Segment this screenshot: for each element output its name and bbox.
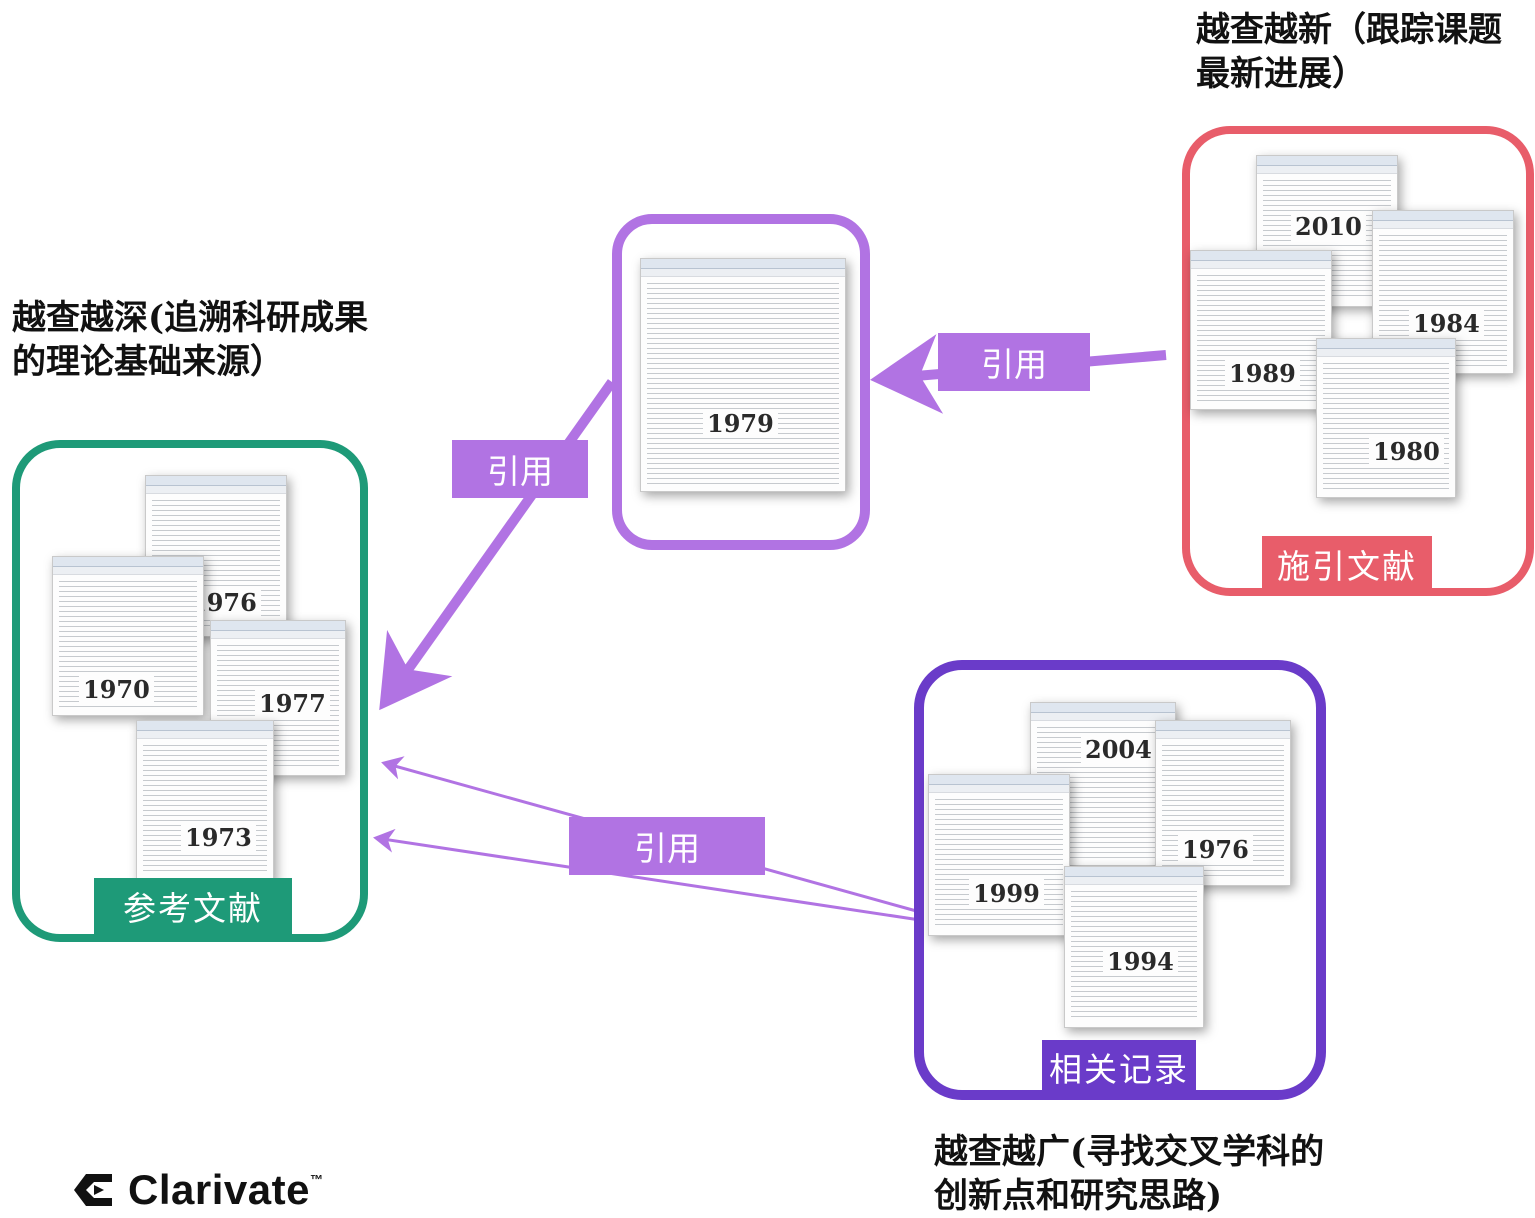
citing-year: 1984 <box>1409 309 1484 338</box>
related-year: 1994 <box>1103 947 1178 976</box>
caption-deeper: 越查越深(追溯科研成果的理论基础来源） <box>12 298 369 382</box>
reference-year: 1977 <box>255 689 330 718</box>
citing-page-1989[interactable]: 1989 <box>1190 250 1332 410</box>
center-record-year: 1979 <box>703 409 778 438</box>
caption-newer: 越查越新（跟踪课题最新进展） <box>1196 10 1502 94</box>
references-label: 参考文献 <box>94 878 292 934</box>
clarivate-mark-icon <box>74 1174 112 1206</box>
related-label: 相关记录 <box>1042 1040 1196 1094</box>
clarivate-wordmark: Clarivate™ <box>128 1166 324 1213</box>
reference-year: 1970 <box>79 675 154 704</box>
center-record-page[interactable]: 1979 <box>640 258 846 492</box>
reference-page-1977[interactable]: 1977 <box>210 620 346 776</box>
related-year: 2004 <box>1081 735 1156 764</box>
citing-page-1980[interactable]: 1980 <box>1316 338 1456 498</box>
citing-year: 1989 <box>1225 359 1300 388</box>
cite-label-citing-center: 引用 <box>938 333 1090 391</box>
related-page-1994[interactable]: 1994 <box>1064 866 1204 1028</box>
arrow-center-to-references <box>379 379 617 711</box>
citing-year: 2010 <box>1291 212 1366 241</box>
arrow-related-to-references-2 <box>373 828 921 922</box>
reference-year: 1973 <box>181 823 256 852</box>
citing-label: 施引文献 <box>1262 536 1432 592</box>
cite-label-center-refs: 引用 <box>452 440 588 498</box>
related-page-1976[interactable]: 1976 <box>1155 720 1291 886</box>
citing-year: 1980 <box>1369 437 1444 466</box>
related-page-1999[interactable]: 1999 <box>928 774 1070 936</box>
caption-broader: 越查越广(寻找交叉学科的创新点和研究思路) <box>934 1132 1325 1216</box>
clarivate-logo: Clarivate™ <box>72 1166 323 1214</box>
related-year: 1976 <box>1178 835 1253 864</box>
reference-page-1970[interactable]: 1970 <box>52 556 204 716</box>
reference-page-1976[interactable]: 1976 <box>145 475 287 637</box>
related-year: 1999 <box>969 879 1044 908</box>
reference-page-1973[interactable]: 1973 <box>136 720 274 882</box>
cite-label-related-refs: 引用 <box>569 817 765 875</box>
